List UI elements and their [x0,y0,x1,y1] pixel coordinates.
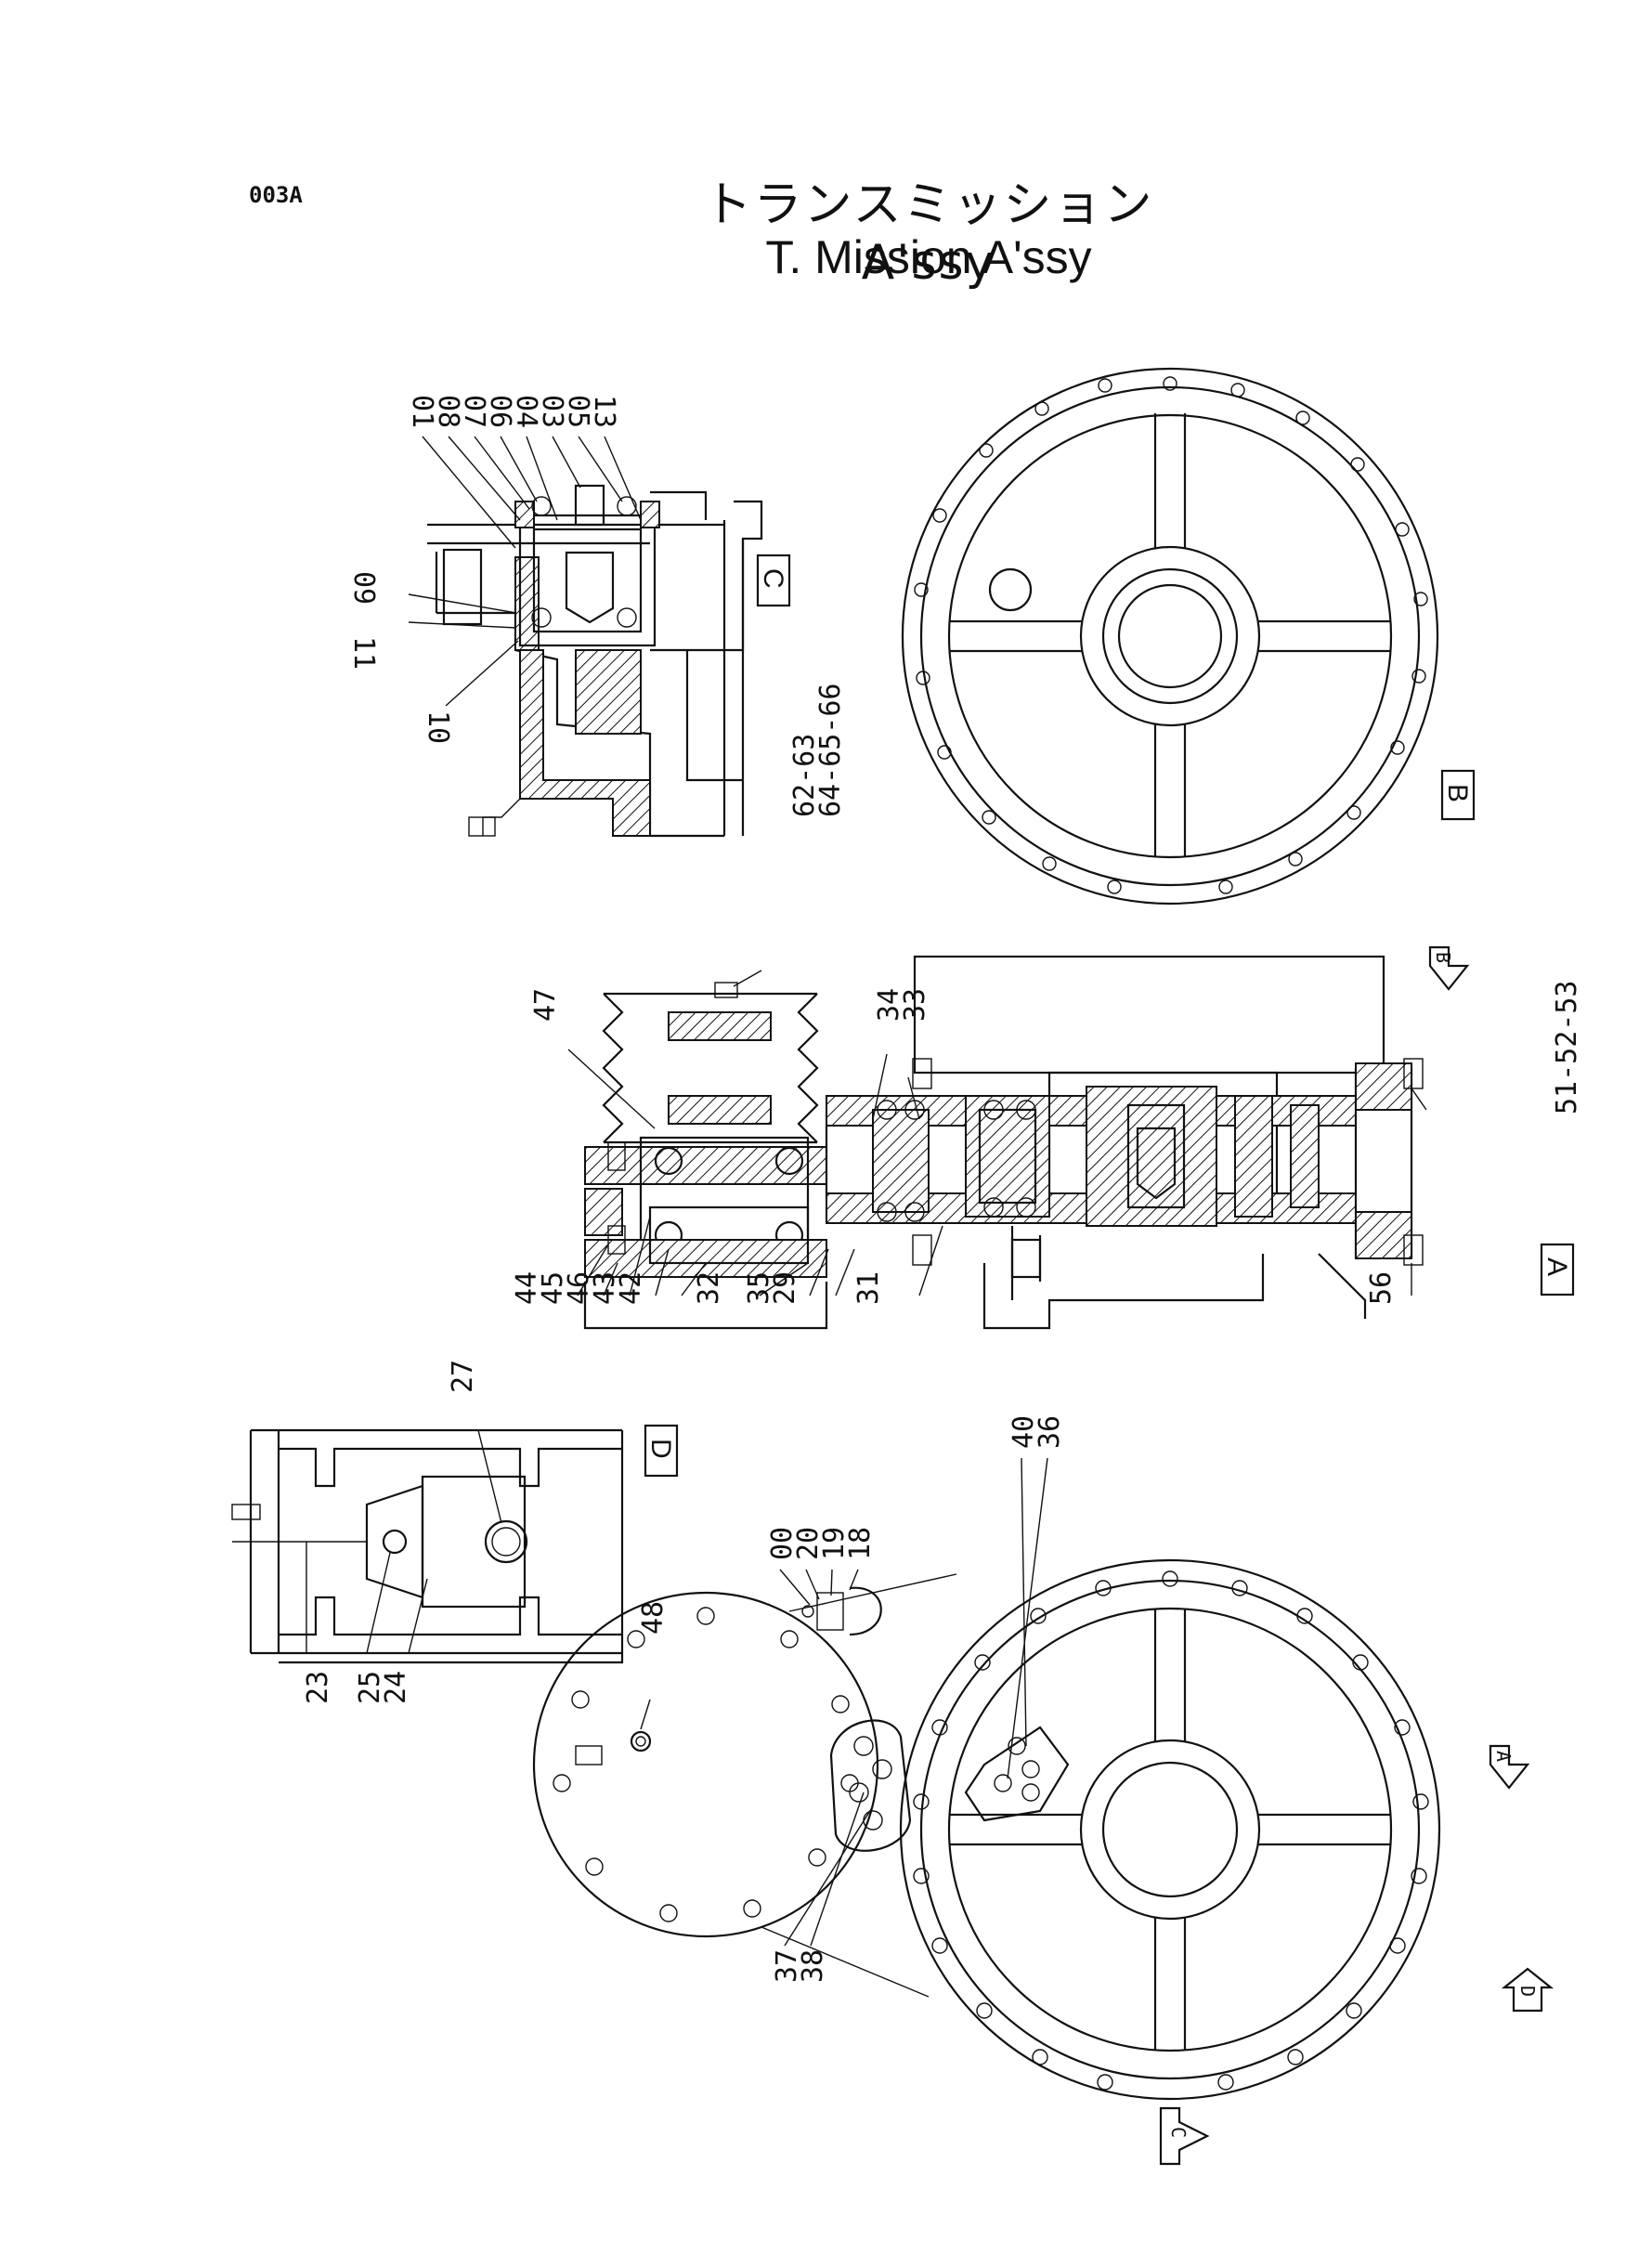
part-number-33: 33 [899,988,931,1022]
view-arrow-a: A [1489,1744,1530,1790]
part-number-01: 01 [406,395,438,428]
view-a-label: A [1541,1257,1572,1276]
view-d-part-numbers: 27 23 25 24 [302,1360,479,1704]
part-number-20: 20 [792,1527,825,1560]
part-number-47: 47 [529,988,562,1022]
part-number-05: 05 [562,395,594,428]
view-arrow-b: B [1428,945,1470,991]
view-c-label: C [758,568,788,589]
bottom-cover-and-flange [532,1457,1441,2101]
title-japanese: トランスミッション A'ssy [703,177,1154,291]
part-number-32: 32 [693,1271,725,1305]
part-number-09: 09 [347,571,380,605]
part-number-10: 10 [422,710,454,744]
part-number-34: 34 [873,988,905,1022]
view-b-label: B [1442,784,1473,802]
part-number-13: 13 [588,395,620,428]
view-a-cross-section: A [567,955,1575,1330]
part-number-40: 40 [1008,1415,1040,1449]
part-number-A: A [1492,1751,1515,1762]
part-number-44: 44 [511,1271,543,1305]
part-number-06: 06 [484,395,516,428]
part-number-D: D [1516,1986,1539,1997]
part-number-C: C [1167,2127,1190,2138]
part-number-23: 23 [302,1671,334,1704]
view-b-flange-wheel: B [901,367,1476,905]
view-arrow-d: D [1501,1967,1554,2013]
part-number-45: 45 [537,1271,569,1305]
part-number-07: 07 [458,395,490,428]
part-number-46: 46 [563,1271,595,1305]
view-arrow-c: C [1159,2106,1210,2166]
part-number-24: 24 [380,1671,412,1704]
part-number-29: 29 [769,1271,801,1305]
part-number-62-63: 62-63 [788,734,821,817]
part-number-B: B [1432,952,1454,963]
part-number-64-65-66: 64-65-66 [814,684,847,818]
part-number-37: 37 [771,1949,803,1983]
page-id: 003A [249,182,303,208]
title-english: T. Mission A'ssy [765,231,1092,283]
part-number-36: 36 [1034,1415,1066,1449]
part-number-35: 35 [743,1271,775,1305]
part-number-42: 42 [615,1271,647,1305]
part-number-48: 48 [637,1601,670,1635]
bottom-part-numbers: 48 00 20 19 18 40 36 37 38 [637,1415,1066,1983]
part-number-04: 04 [510,395,542,428]
view-d-label: D [645,1439,676,1459]
part-number-56: 56 [1365,1271,1398,1305]
part-number-43: 43 [589,1271,621,1305]
view-c-bearing-section: C [408,436,791,838]
part-number-03: 03 [536,395,568,428]
part-number-31: 31 [852,1271,885,1305]
part-number-51-52-53: 51-52-53 [1551,981,1583,1115]
part-number-00: 00 [766,1527,799,1560]
part-number-11: 11 [347,636,380,670]
part-number-18: 18 [844,1527,877,1560]
part-number-08: 08 [432,395,464,428]
part-number-27: 27 [447,1360,479,1393]
view-d-detail: D [231,1424,679,1664]
part-number-25: 25 [354,1671,386,1704]
view-c-part-numbers: 01 08 07 06 04 03 05 13 09 11 10 [347,395,620,744]
part-number-19: 19 [818,1527,851,1560]
part-number-38: 38 [797,1949,829,1983]
view-a-part-numbers: 62-63 64-65-66 47 34 33 51-52-53 44 45 4… [511,684,1583,1306]
